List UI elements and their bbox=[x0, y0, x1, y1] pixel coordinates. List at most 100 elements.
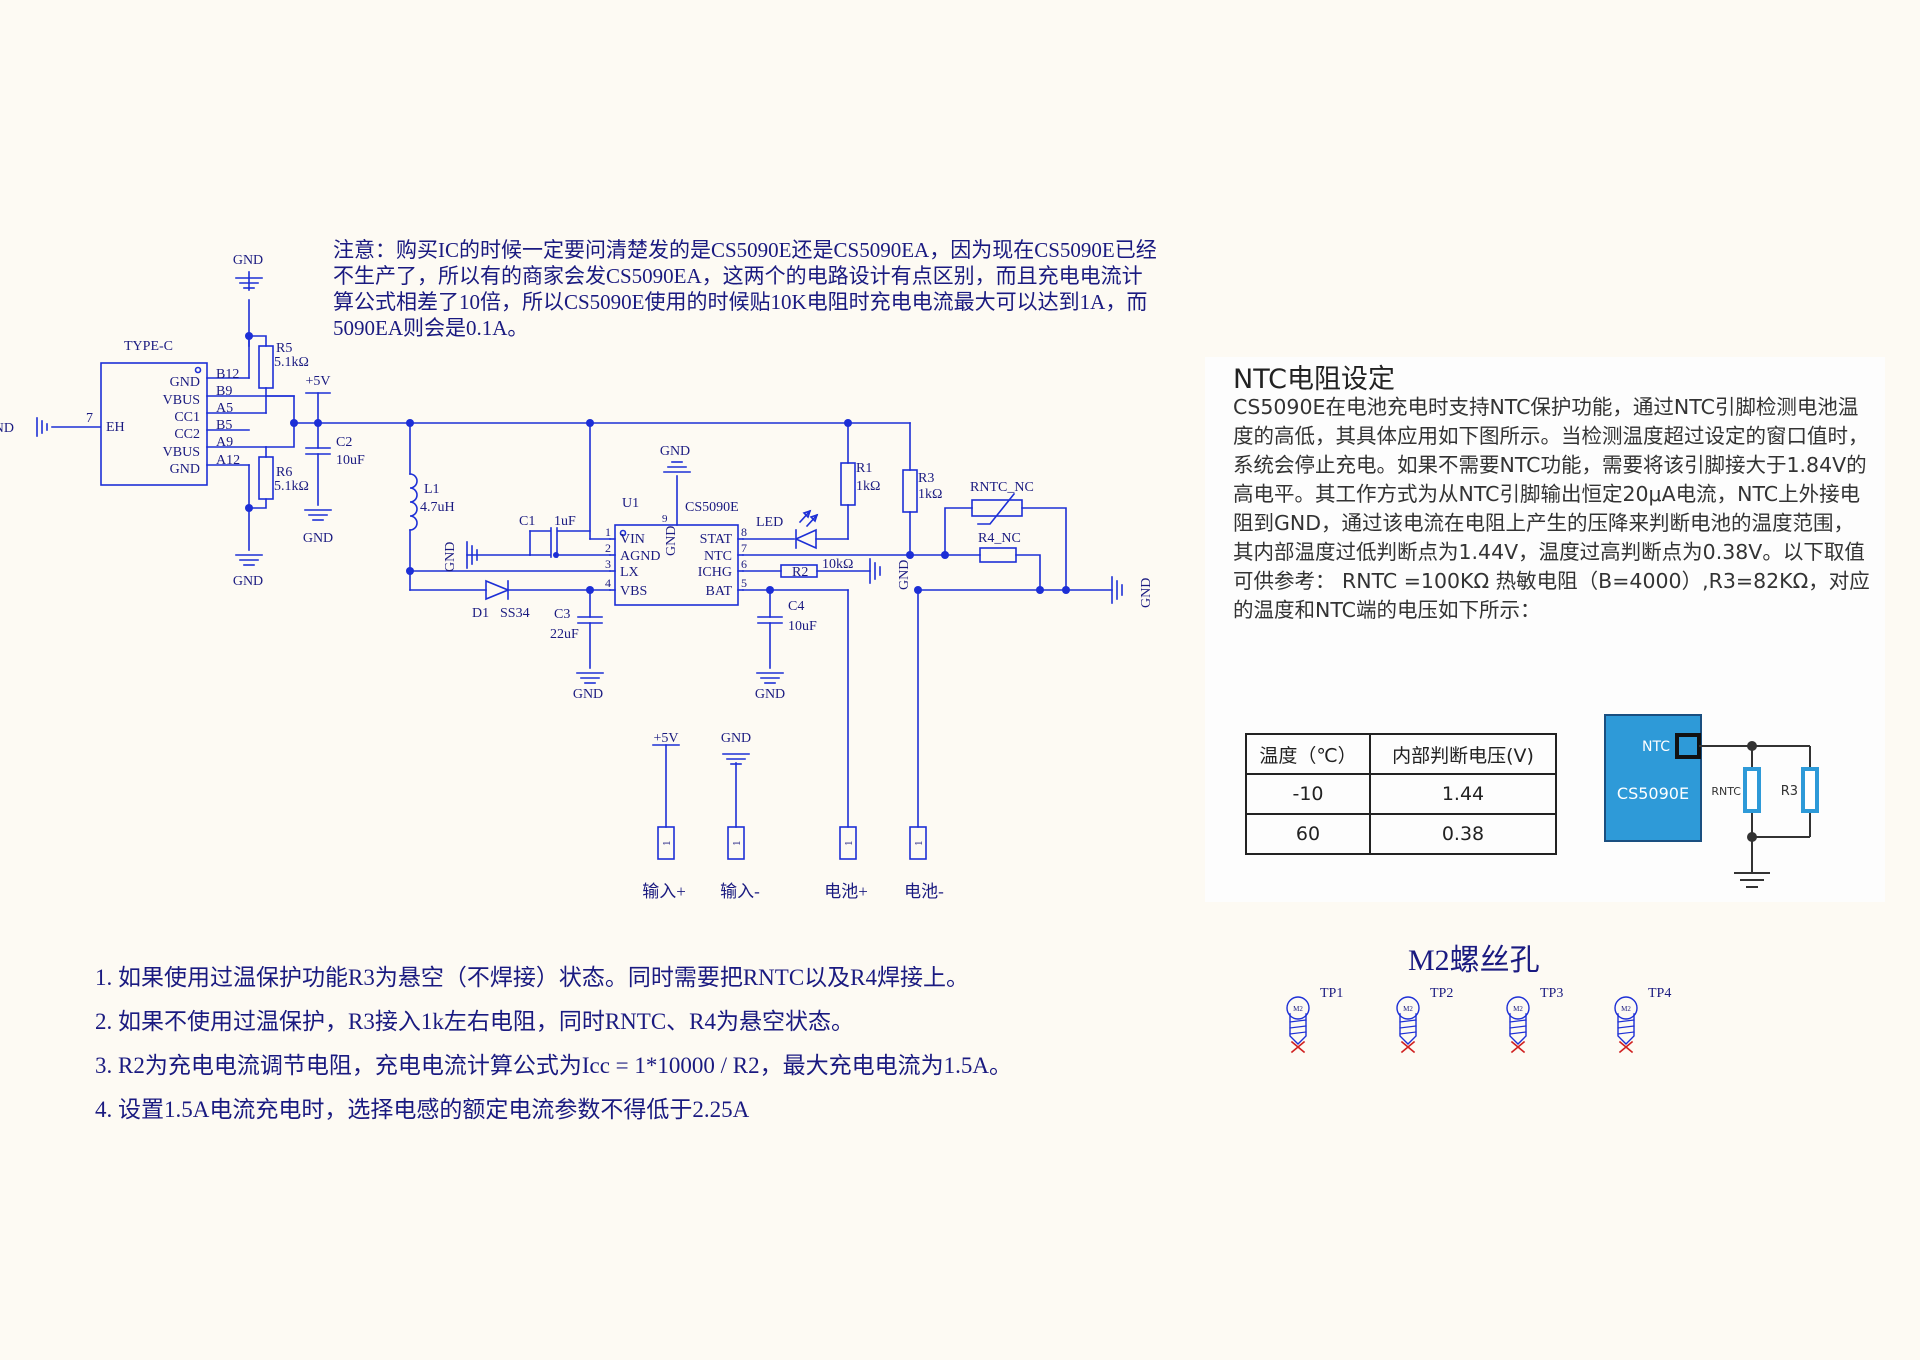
table-row: 温度（℃） 内部判断电压(V) bbox=[1245, 733, 1557, 775]
u1-num-5: 5 bbox=[741, 576, 747, 590]
tc-pin-vbus1: VBUS bbox=[163, 393, 200, 408]
p5v-label: +5V bbox=[305, 374, 330, 389]
gnd-label-c2: GND bbox=[303, 531, 333, 546]
ntc-table: 温度（℃） 内部判断电压(V) -10 1.44 60 0.38 bbox=[1245, 733, 1557, 855]
ntc-pin-box bbox=[1675, 733, 1701, 759]
m2-screw-hole-title: M2螺丝孔 bbox=[1408, 944, 1540, 977]
table-row: -10 1.44 bbox=[1245, 773, 1557, 815]
ntc-description: CS5090E在电池充电时支持NTC保护功能，通过NTC引脚检测电池温度的高低，… bbox=[1233, 395, 1870, 622]
u1-pin-ichg: ICHG bbox=[698, 565, 732, 580]
tc-pin-gnd2: GND bbox=[170, 462, 200, 477]
ntc-title: NTC电阻设定 bbox=[1233, 364, 1395, 395]
tc-pin-vbus2: VBUS bbox=[163, 445, 200, 460]
ntc-chip-name: CS5090E bbox=[1617, 784, 1689, 803]
c1-value: 1uF bbox=[554, 514, 576, 529]
r1-value: 1kΩ bbox=[856, 479, 880, 494]
u1-num-7: 7 bbox=[741, 541, 747, 555]
table-cell: 60 bbox=[1245, 813, 1371, 855]
screw-holes: M2 TP1 M2 TP2 M2 TP3 M2 TP4 bbox=[1286, 986, 1671, 1054]
rntc-label: RNTC_NC bbox=[970, 480, 1034, 495]
u1-pin-vbs: VBS bbox=[620, 584, 647, 599]
u1-pin9: 9 bbox=[662, 513, 668, 525]
conn-input-minus bbox=[727, 826, 745, 860]
c1-label: C1 bbox=[519, 514, 535, 529]
led-diode bbox=[794, 528, 817, 550]
led-label: LED bbox=[756, 515, 783, 530]
purchase-note: 注意：购买IC的时候一定要问清楚发的是CS5090E还是CS5090EA，因为现… bbox=[333, 238, 1157, 340]
screw-hole-tp1: M2 TP1 bbox=[1286, 986, 1343, 1054]
ntc-circuit-figure: NTC CS5090E RNTC R3 bbox=[1604, 714, 1819, 888]
table-cell: 0.38 bbox=[1369, 813, 1557, 855]
tp2-label: TP2 bbox=[1430, 986, 1453, 1001]
note-item-3: 3. R2为充电电流调节电阻，充电电流计算公式为Icc = 1*10000 / … bbox=[95, 1053, 1012, 1078]
r5-resistor bbox=[258, 345, 274, 389]
tc-num-a9: A9 bbox=[216, 435, 233, 450]
tc-pin-gnd1: GND bbox=[170, 375, 200, 390]
gnd-label-right: GND bbox=[1139, 578, 1154, 608]
r2-label: R2 bbox=[792, 565, 808, 580]
tc-num-b12: B12 bbox=[216, 367, 239, 382]
r6-label: R6 bbox=[276, 465, 292, 480]
pin7-label: 7 bbox=[86, 411, 93, 426]
r1-label: R1 bbox=[856, 461, 872, 476]
l1-value: 4.7uH bbox=[420, 500, 455, 515]
ntc-r3-label: R3 bbox=[1781, 784, 1798, 799]
conn-pin-1c: 1 bbox=[843, 841, 855, 847]
conn-battery-plus bbox=[839, 826, 857, 860]
conn-input-plus-label: 输入+ bbox=[642, 882, 686, 901]
tp1-m2: M2 bbox=[1293, 1005, 1303, 1013]
note-item-2: 2. 如果不使用过温保护，R3接入1k左右电阻，同时RNTC、R4为悬空状态。 bbox=[95, 1009, 855, 1034]
u1-num-1: 1 bbox=[605, 525, 611, 539]
d1-value: SS34 bbox=[500, 606, 530, 621]
ntc-rntc-label: RNTC bbox=[1711, 785, 1741, 798]
u1-label: U1 bbox=[622, 496, 639, 511]
type-c-connector-body bbox=[100, 362, 208, 486]
conn-pin-1a: 1 bbox=[661, 841, 673, 847]
conn-input-plus bbox=[657, 826, 675, 860]
tp3-label: TP3 bbox=[1540, 986, 1563, 1001]
c3-value: 22uF bbox=[550, 627, 579, 642]
eh-label: EH bbox=[106, 420, 125, 435]
u1-pin-ntc: NTC bbox=[704, 549, 732, 564]
gnd-label-bottom: GND bbox=[233, 574, 263, 589]
r3-label: R3 bbox=[918, 471, 934, 486]
table-row: 60 0.38 bbox=[1245, 813, 1557, 855]
tc-pin-cc1: CC1 bbox=[174, 410, 200, 425]
l1-inductor bbox=[409, 473, 418, 531]
gnd-label-conn: GND bbox=[721, 731, 751, 746]
u1-num-2: 2 bbox=[605, 541, 611, 555]
tc-pin-cc2: CC2 bbox=[174, 427, 200, 442]
r5-label: R5 bbox=[276, 341, 292, 356]
u1-num-4: 4 bbox=[605, 576, 611, 590]
c4-value: 10uF bbox=[788, 619, 817, 634]
table-cell: 1.44 bbox=[1369, 773, 1557, 815]
l1-label: L1 bbox=[424, 482, 440, 497]
gnd-label-r2: GND bbox=[897, 560, 912, 590]
u1-num-3: 3 bbox=[605, 557, 611, 571]
screw-hole-tp3: M2 TP3 bbox=[1506, 986, 1563, 1054]
u1-pin-lx: LX bbox=[620, 565, 639, 580]
conn-battery-plus-label: 电池+ bbox=[824, 882, 868, 901]
type-c-label: TYPE-C bbox=[124, 339, 173, 354]
u1-pin-agnd: AGND bbox=[620, 549, 660, 564]
conn-pin-1d: 1 bbox=[913, 841, 925, 847]
d1-diode bbox=[485, 579, 511, 601]
r5-value: 5.1kΩ bbox=[274, 355, 309, 370]
conn-pin-1b: 1 bbox=[731, 841, 743, 847]
r3-resistor bbox=[902, 469, 918, 513]
c3-label: C3 bbox=[554, 607, 570, 622]
c2-value: 10uF bbox=[336, 453, 365, 468]
note-item-1: 1. 如果使用过温保护功能R3为悬空（不焊接）状态。同时需要把RNTC以及R4焊… bbox=[95, 965, 970, 990]
ntc-chip-pin-label: NTC bbox=[1642, 739, 1670, 755]
tc-num-b5: B5 bbox=[216, 418, 232, 433]
u1-value: CS5090E bbox=[685, 500, 739, 515]
tp4-m2: M2 bbox=[1621, 1005, 1631, 1013]
tp2-m2: M2 bbox=[1403, 1005, 1413, 1013]
gnd-label-agnd: GND bbox=[443, 542, 458, 572]
c2-label: C2 bbox=[336, 435, 352, 450]
u1-gnd-pin: GND bbox=[664, 526, 679, 556]
tp1-label: TP1 bbox=[1320, 986, 1343, 1001]
r2-value: 10kΩ bbox=[822, 557, 853, 572]
tc-num-b9: B9 bbox=[216, 384, 232, 399]
